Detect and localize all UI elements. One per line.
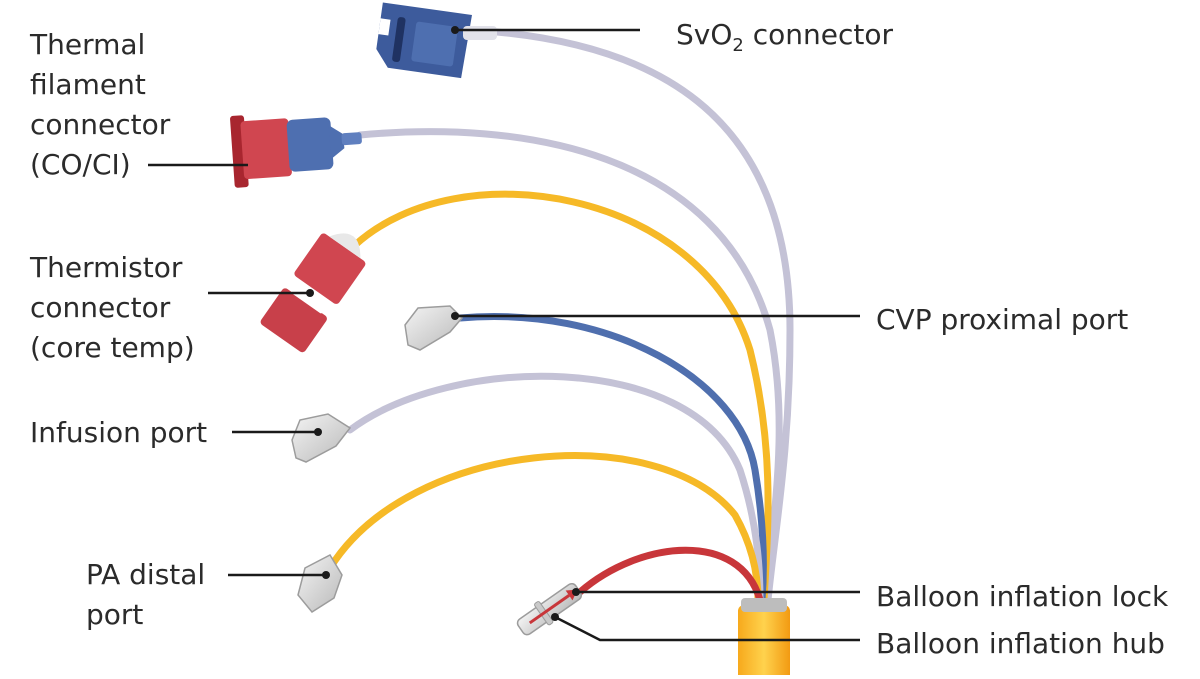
- balloon-lock-dot: [572, 588, 580, 596]
- infusion-dot: [314, 428, 322, 436]
- balloon-tube: [576, 546, 764, 604]
- label-balloon-inflation-lock: Balloon inflation lock: [876, 577, 1168, 617]
- svo2-dot: [451, 26, 459, 34]
- label-line: PA distal: [86, 558, 206, 591]
- label-line: filament: [30, 68, 146, 101]
- thermal-filament-connector: [230, 115, 362, 188]
- label-svo2-rest: connector: [743, 18, 894, 51]
- label-thermal-filament-connector: Thermal filament connector (CO/CI): [30, 25, 170, 185]
- label-line: connector: [30, 108, 171, 141]
- svo2-collar: [463, 26, 497, 40]
- infusion-hub: [291, 413, 352, 463]
- thermal-tube: [356, 128, 783, 604]
- pa-distal-dot: [322, 571, 330, 579]
- pa-distal-tube: [326, 452, 762, 604]
- label-balloon-inflation-hub: Balloon inflation hub: [876, 624, 1165, 664]
- label-infusion-port: Infusion port: [30, 413, 207, 453]
- balloon-hub-leader: [554, 615, 860, 642]
- label-pa-distal-port: PA distal port: [86, 555, 205, 635]
- label-line: Infusion port: [30, 416, 208, 449]
- label-line: (core temp): [30, 331, 195, 364]
- balloon-hub-dot: [551, 613, 559, 621]
- thermistor-dot: [306, 289, 314, 297]
- svo2-connector: [376, 2, 472, 79]
- thermistor-tube: [351, 190, 772, 604]
- label-svo2-main: SvO: [676, 18, 733, 51]
- svo2-tube: [466, 26, 794, 604]
- label-svo2-subscript: 2: [732, 35, 744, 56]
- label-line: Balloon inflation lock: [876, 580, 1169, 613]
- infusion-tube: [346, 372, 764, 604]
- label-line: Thermal: [30, 28, 146, 61]
- catheter-collar: [741, 598, 787, 612]
- balloon-inflation-hub: [516, 582, 583, 636]
- label-line: Balloon inflation hub: [876, 627, 1165, 660]
- thermistor-connector: [260, 233, 366, 353]
- label-line: (CO/CI): [30, 148, 131, 181]
- label-svo2-connector: SvO2 connector: [676, 15, 893, 59]
- label-line: port: [86, 598, 144, 631]
- pa-distal-hub: [297, 554, 343, 613]
- label-line: connector: [30, 291, 171, 324]
- label-line: CVP proximal port: [876, 303, 1129, 336]
- label-cvp-proximal-port: CVP proximal port: [876, 300, 1128, 340]
- cvp-dot: [451, 312, 459, 320]
- cvp-tube: [456, 313, 767, 604]
- label-line: Thermistor: [30, 251, 183, 284]
- catheter-body: [738, 605, 790, 679]
- label-thermistor-connector: Thermistor connector (core temp): [30, 248, 195, 368]
- cvp-hub: [404, 305, 464, 351]
